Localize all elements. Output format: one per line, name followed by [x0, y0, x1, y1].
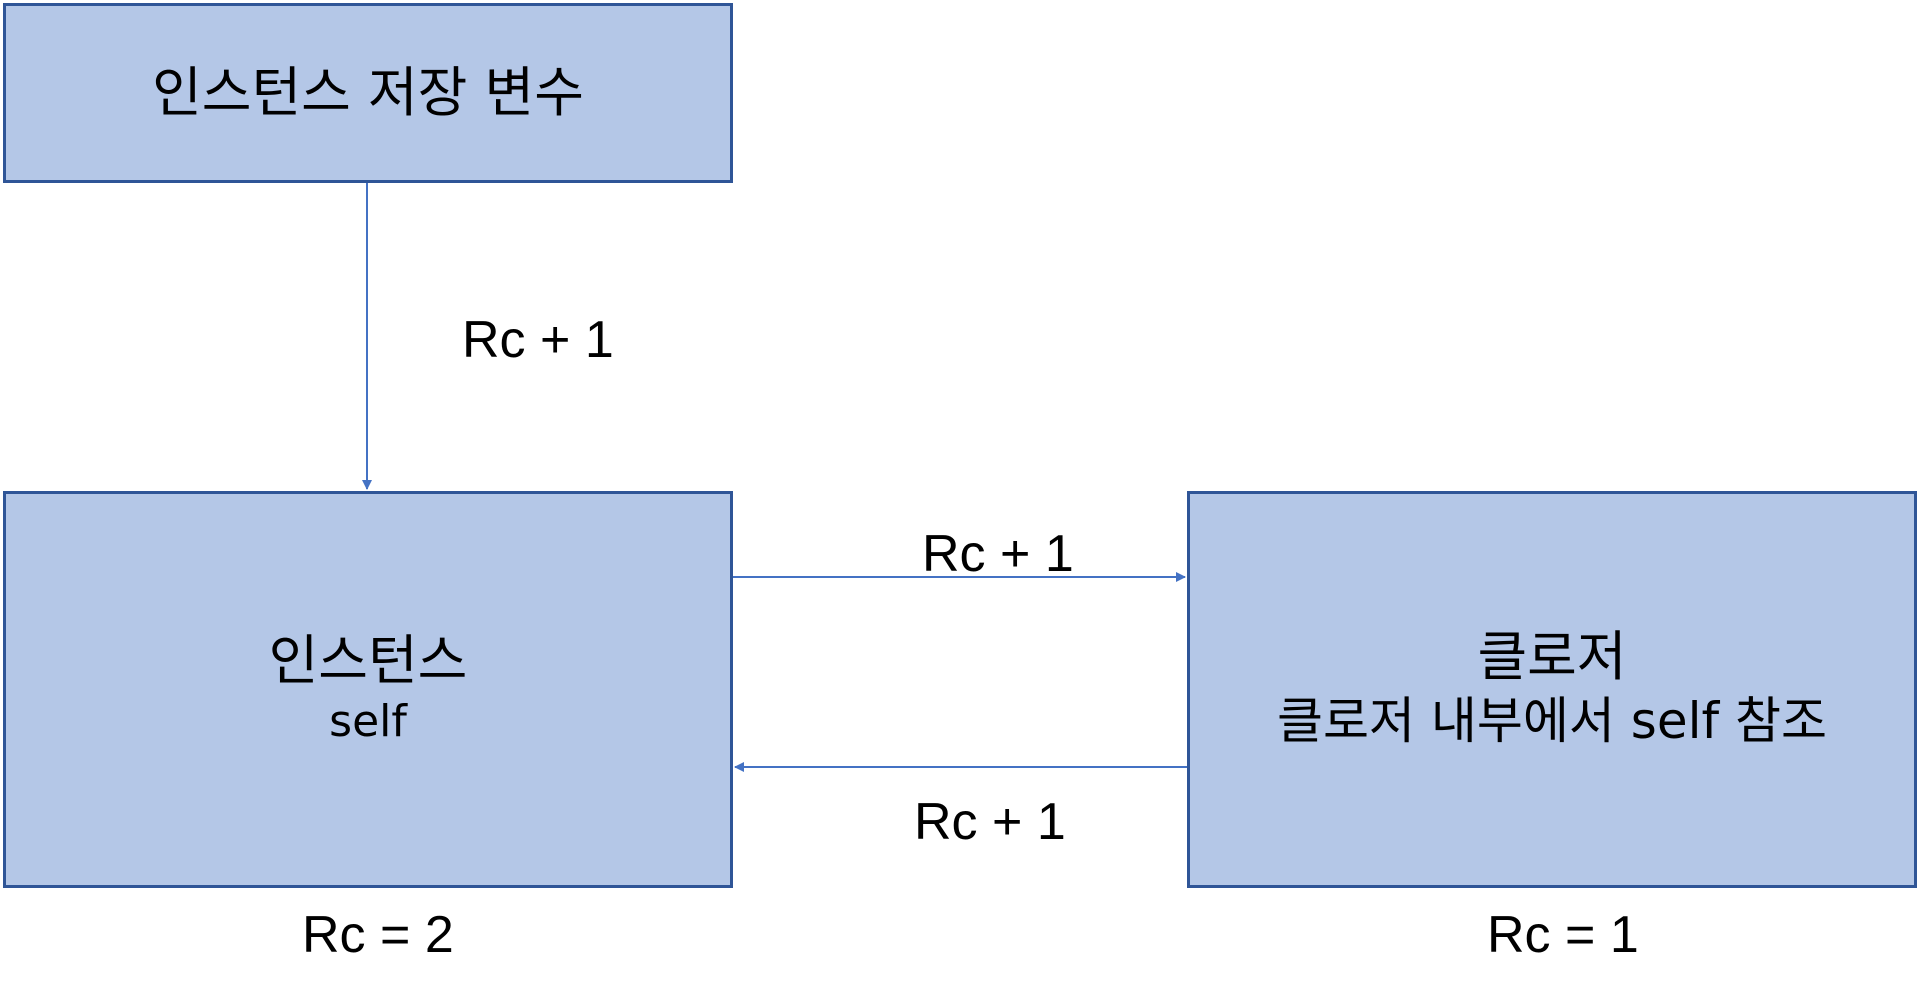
instance-box: 인스턴스 self	[3, 491, 733, 888]
instance-variable-title: 인스턴스 저장 변수	[152, 60, 584, 124]
instance-subtitle: self	[329, 696, 407, 748]
closure-subtitle: 클로저 내부에서 self 참조	[1277, 692, 1827, 751]
closure-ref-count: Rc = 1	[1487, 906, 1639, 964]
closure-box: 클로저 클로저 내부에서 self 참조	[1187, 491, 1917, 888]
edge-label-closure-to-instance: Rc + 1	[914, 793, 1066, 851]
instance-title: 인스턴스	[268, 628, 468, 692]
instance-ref-count: Rc = 2	[302, 906, 454, 964]
edge-label-var-to-instance: Rc + 1	[462, 311, 614, 369]
closure-title: 클로저	[1477, 624, 1627, 688]
edge-label-instance-to-closure: Rc + 1	[922, 525, 1074, 583]
instance-variable-box: 인스턴스 저장 변수	[3, 3, 733, 183]
